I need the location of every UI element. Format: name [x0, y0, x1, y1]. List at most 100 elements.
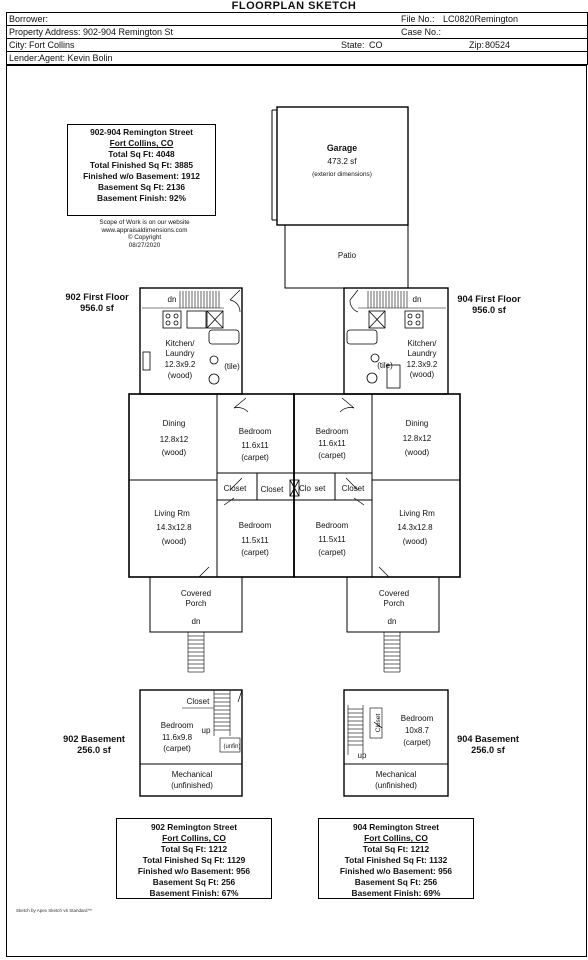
sketch-frame [6, 65, 587, 957]
summary-904-city: Fort Collins, CO [364, 833, 428, 843]
bedroom2-902-dim: 11.5x11 [241, 536, 269, 545]
kitchen-904-name: Kitchen/ [408, 339, 438, 348]
summary-main-street: 902-904 Remington Street [90, 127, 193, 137]
summary-902-basement-finish: Basement Finish: 67% [149, 888, 239, 898]
dn-904-first: dn [413, 295, 422, 304]
floor-902-name: 902 First Floor [65, 292, 129, 302]
scope-of-work-note: Scope of Work is on our website www.appr… [72, 219, 217, 249]
basement-902-up: up [202, 726, 211, 735]
city-label: City: [9, 40, 27, 50]
header-row-borrower: Borrower: File No.: LC0820Remington [7, 13, 587, 26]
basement-904-closet: Closet [375, 714, 382, 733]
bedroom1-902-name: Bedroom [239, 427, 272, 436]
dining-904-dim: 12.8x12 [403, 434, 432, 443]
porch-904-outline [346, 576, 440, 633]
summary-main-finished: Total Finished Sq Ft: 3885 [89, 160, 194, 170]
summary-904-finished-wo-basement: Finished w/o Basement: 956 [339, 866, 453, 876]
kitchen-902-name: Kitchen/ [166, 339, 196, 348]
file-no-value: LC0820Remington [443, 14, 519, 24]
basement-904-mechanical: Mechanical [376, 770, 417, 779]
stairs-902-first [142, 291, 224, 309]
dining-902-name: Dining [163, 419, 186, 428]
dining-904-name: Dining [406, 419, 429, 428]
property-address-label: Property Address: [9, 27, 81, 37]
summary-902-city: Fort Collins, CO [162, 833, 226, 843]
kitchen-902-fixtures [142, 310, 240, 385]
stairs-904-basement [347, 705, 383, 755]
basement-902-mechanical: Mechanical [172, 770, 213, 779]
summary-904-total: Total Sq Ft: 1212 [362, 844, 430, 854]
state-label: State: [341, 40, 365, 50]
dining-902-floor: (wood) [162, 448, 187, 457]
summary-904-basement: Basement Sq Ft: 256 [354, 877, 438, 887]
sketch-credit: Sketch by Apex Sketch v6 Standard™ [16, 908, 93, 913]
summary-main-basement-finish: Basement Finish: 92% [97, 193, 186, 203]
stairs-902-basement [182, 690, 241, 753]
scope-line-4: 08/27/2020 [128, 241, 161, 249]
summary-main-basement: Basement Sq Ft: 2136 [97, 182, 186, 192]
summary-main-city: Fort Collins, CO [109, 138, 174, 148]
porch-902-porch: Porch [186, 599, 207, 608]
laundry-904-name: Laundry [408, 349, 437, 358]
summary-main-box: 902-904 Remington Street Fort Collins, C… [67, 124, 216, 216]
basement-902-closet: Closet [187, 697, 210, 706]
living-902-name: Living Rm [154, 509, 190, 518]
garage-area: 473.2 sf [327, 157, 357, 166]
kitchen-904-dim: 12.3x9.2 [407, 360, 438, 369]
basement-902-bedroom-floor: (carpet) [163, 744, 191, 753]
bedroom2-902-floor: (carpet) [241, 548, 269, 557]
property-address-value: 902-904 Remington St [83, 27, 174, 37]
kitchen-904-fixtures [346, 310, 424, 389]
lender-label: Lender: [9, 53, 40, 63]
basement-902-area: 256.0 sf [77, 745, 111, 755]
summary-904-basement-finish: Basement Finish: 69% [351, 888, 441, 898]
state-value: CO [369, 40, 383, 50]
bedroom2-904-name: Bedroom [316, 521, 349, 530]
living-902-floor: (wood) [162, 537, 187, 546]
bedroom2-904-dim: 11.5x11 [318, 535, 346, 544]
basement-902-bedroom: Bedroom [161, 721, 194, 730]
garage-name: Garage [327, 143, 357, 153]
kitchen-904-floor: (wood) [410, 370, 435, 379]
page-title: FLOORPLAN SKETCH [231, 0, 357, 12]
summary-902-finished: Total Finished Sq Ft: 1129 [142, 855, 246, 865]
door-swings [198, 289, 390, 729]
summary-904-street: 904 Remington Street [352, 822, 440, 832]
dn-902-first: dn [168, 295, 177, 304]
floor-902-area: 956.0 sf [80, 303, 114, 313]
zip-value: 80524 [485, 40, 511, 50]
bedroom1-904-floor: (carpet) [318, 451, 346, 460]
summary-main-finished-wo-basement: Finished w/o Basement: 1912 [83, 171, 200, 181]
basement-902-outline [139, 689, 243, 797]
zip-label: Zip: [469, 40, 485, 50]
floor-902-label: 902 First Floor 956.0 sf [57, 292, 137, 314]
floor-904-label: 904 First Floor 956.0 sf [449, 294, 529, 316]
basement-902-name: 902 Basement [63, 734, 125, 744]
basement-902-label: 902 Basement 256.0 sf [54, 734, 134, 756]
bedroom1-902-floor: (carpet) [241, 453, 269, 462]
summary-904-finished: Total Finished Sq Ft: 1132 [344, 855, 448, 865]
basement-902-unfin: (unfin) [223, 744, 240, 750]
bath-902-floor: (tile) [224, 362, 240, 371]
patio-label: Patio [338, 251, 357, 260]
stairs-904-first [358, 291, 446, 309]
kitchen-902-dim: 12.3x9.2 [165, 360, 196, 369]
floor-904-area: 956.0 sf [472, 305, 506, 315]
header-row-city: City: Fort Collins State: CO Zip: 80524 [7, 39, 587, 52]
header-row-address: Property Address: 902-904 Remington St C… [7, 26, 587, 39]
header-row-lender: Lender: Agent: Kevin Bolin [7, 52, 587, 64]
basement-904-bedroom: Bedroom [401, 714, 434, 723]
porch-902-outline [149, 576, 243, 633]
basement-904-unfinished: (unfinished) [375, 781, 417, 790]
closet-904-b: Closet [342, 484, 365, 493]
summary-902-total: Total Sq Ft: 1212 [160, 844, 228, 854]
basement-904-area: 256.0 sf [471, 745, 505, 755]
closet-904-set: set [315, 484, 326, 493]
stairs-902-porch [187, 632, 205, 673]
lender-value: Agent: Kevin Bolin [39, 53, 113, 63]
central-closet-mark [289, 479, 300, 497]
bedroom2-902-name: Bedroom [239, 521, 272, 530]
porch-904-dn: dn [388, 617, 397, 626]
